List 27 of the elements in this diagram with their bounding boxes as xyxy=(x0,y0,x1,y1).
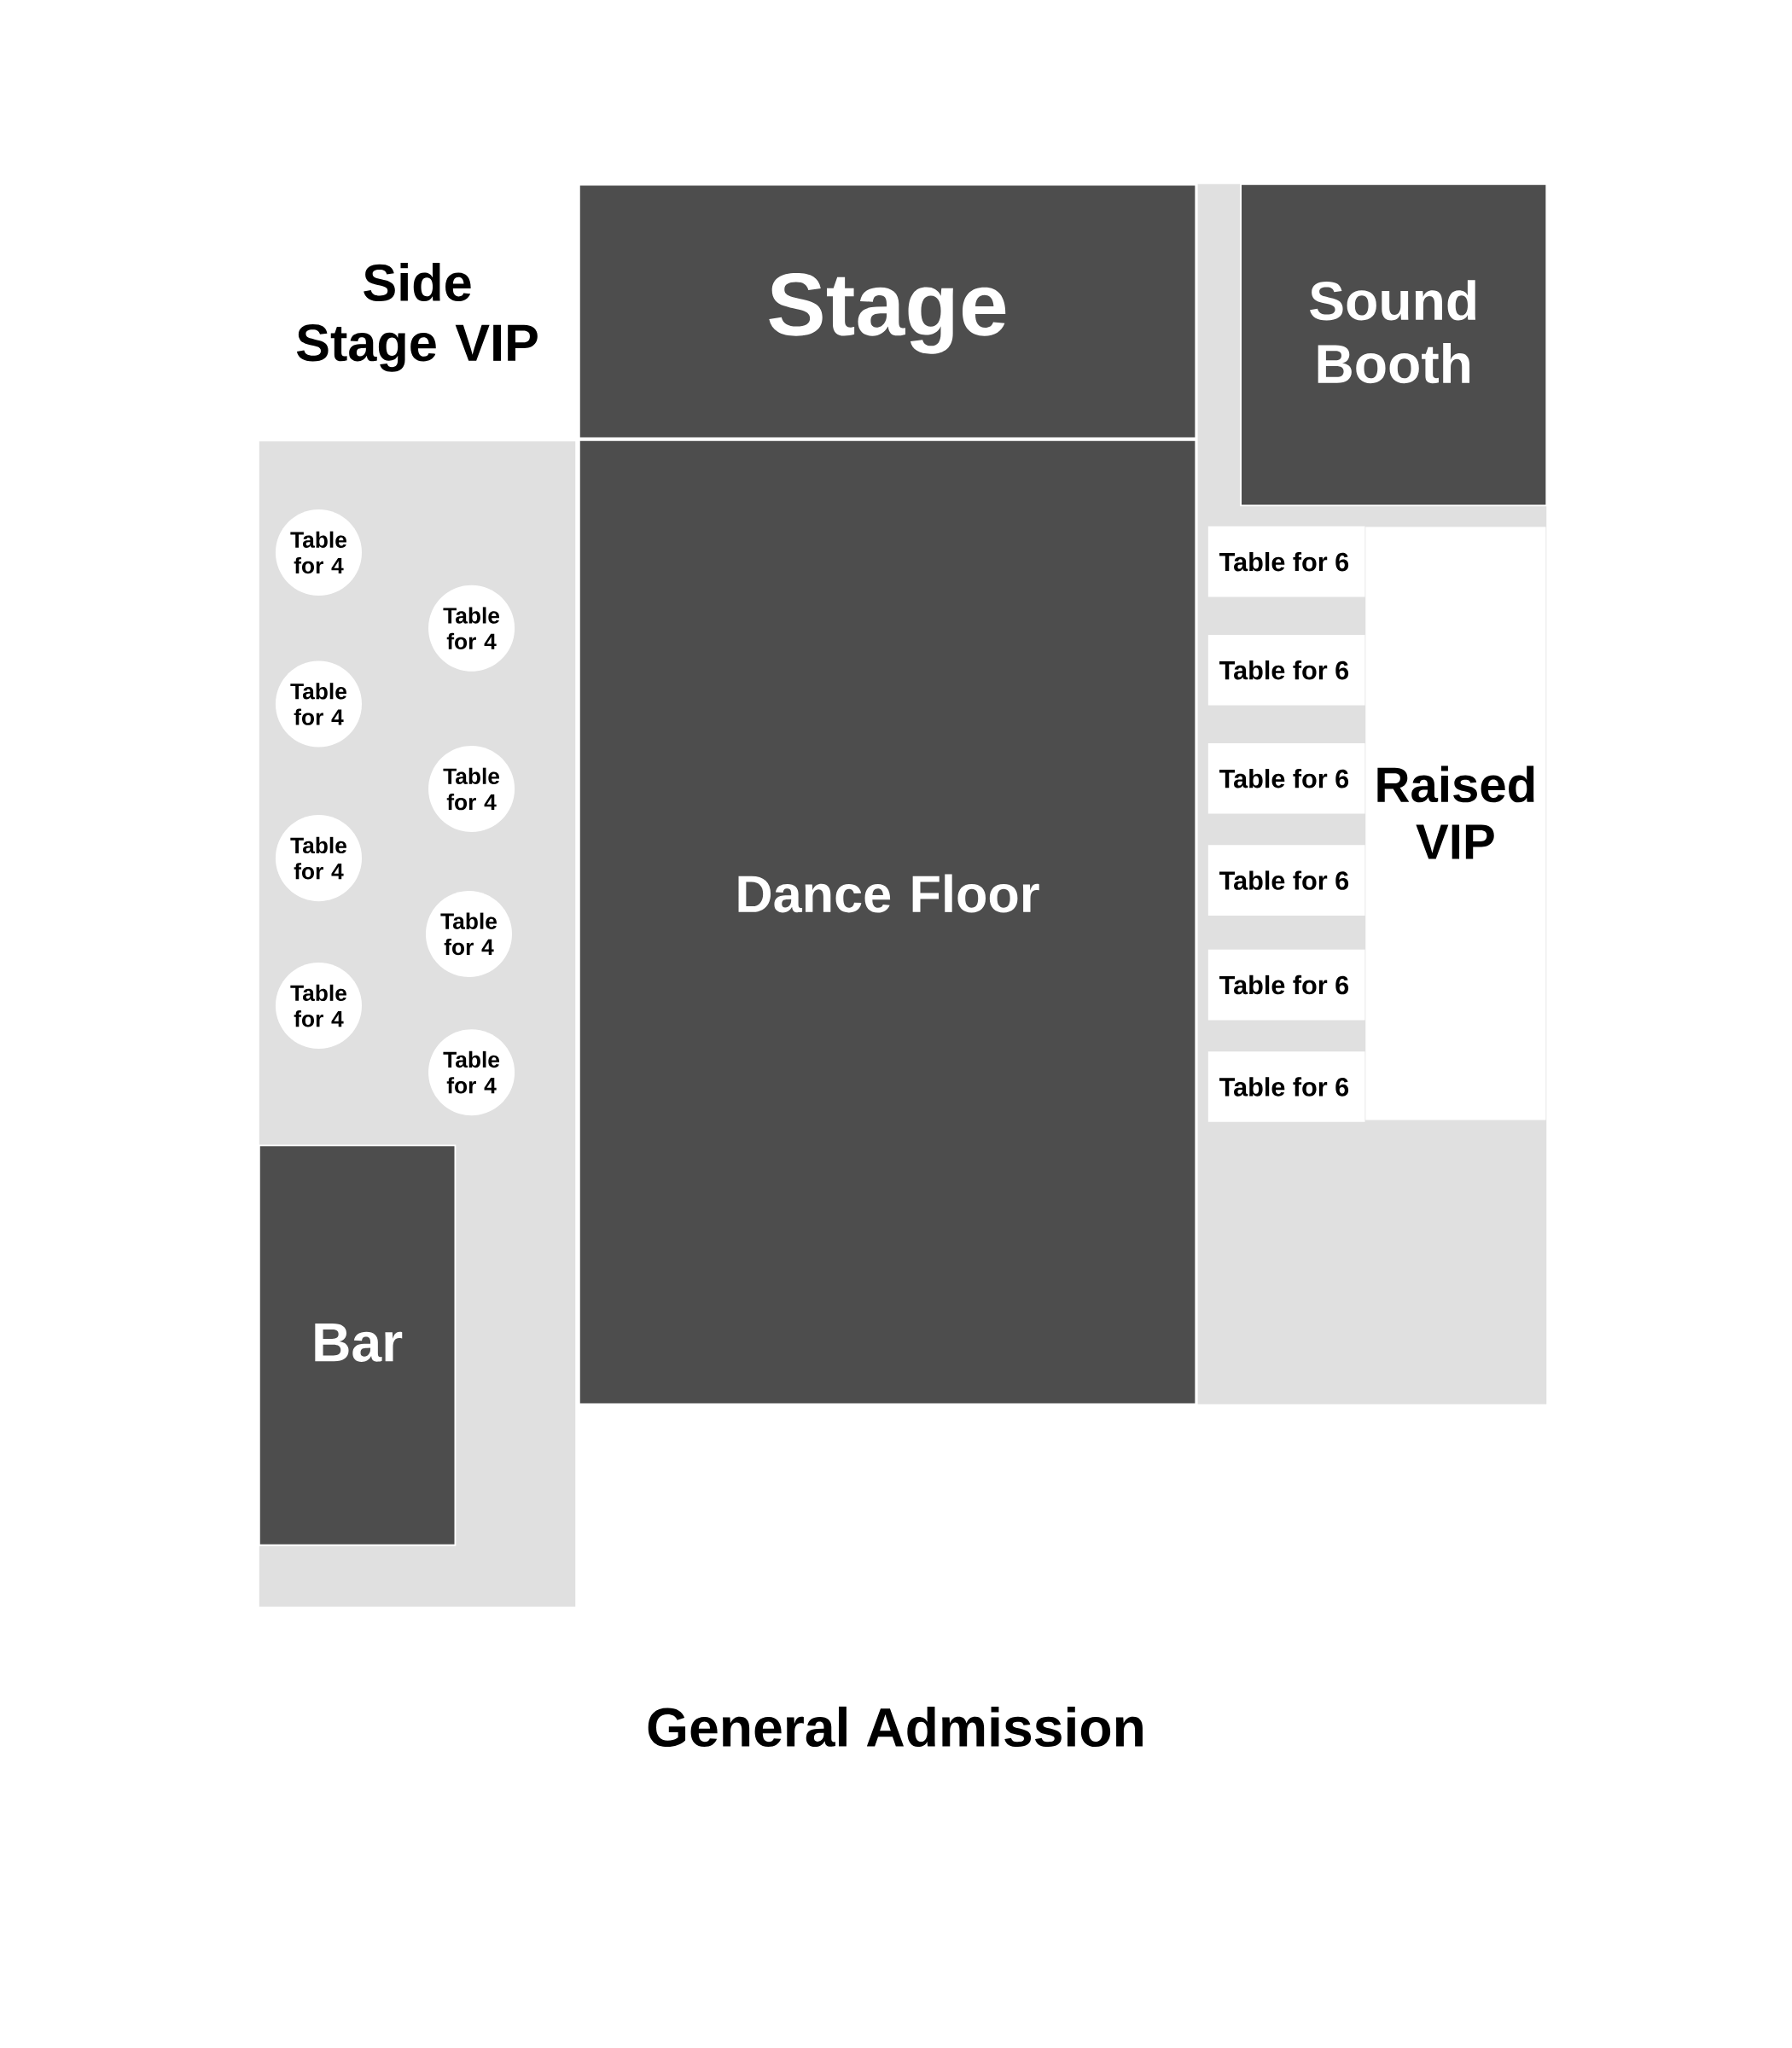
node-label: Side Stage VIP xyxy=(296,263,538,372)
node-label: Table for 6 xyxy=(1219,975,1349,995)
stage-area: Stage xyxy=(578,183,1197,439)
node-label: Raised VIP xyxy=(1377,765,1534,859)
round-table: Table for 4 xyxy=(426,890,512,977)
round-table: Table for 4 xyxy=(428,585,515,672)
round-table: Table for 4 xyxy=(275,660,362,748)
round-table: Table for 4 xyxy=(275,509,362,596)
bar-area: Bar xyxy=(258,1144,457,1546)
table: Table for 6 xyxy=(1207,845,1365,916)
table: Table for 6 xyxy=(1207,634,1365,706)
node-label: Table for 6 xyxy=(1219,769,1349,788)
area-label: General Admission xyxy=(648,1706,1143,1748)
table: Table for 6 xyxy=(1207,949,1365,1021)
table: Table for 6 xyxy=(1207,1051,1365,1122)
node-label: Table for 6 xyxy=(1219,551,1349,572)
booth-area: Sound Booth xyxy=(1240,183,1548,507)
node-label: Table for 6 xyxy=(1219,1077,1349,1097)
node-label: Table for 6 xyxy=(1219,870,1349,890)
table: Table for 6 xyxy=(1207,742,1365,814)
round-table: Table for 4 xyxy=(275,815,362,902)
round-table: Table for 4 xyxy=(275,963,362,1050)
vip-area: Raised VIP xyxy=(1365,527,1546,1120)
node-label: Table for 6 xyxy=(1219,660,1349,680)
round-table: Table for 4 xyxy=(428,1029,515,1116)
table: Table for 6 xyxy=(1207,526,1365,597)
round-table: Table for 4 xyxy=(428,746,515,832)
